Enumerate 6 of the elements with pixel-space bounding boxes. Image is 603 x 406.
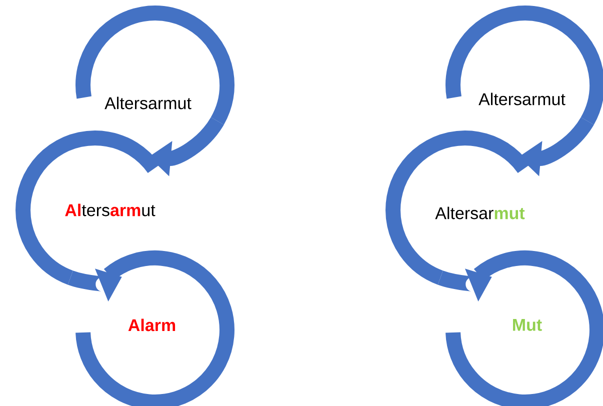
text-label: Mut [513,319,542,331]
text-label: Altersarmut [65,204,156,216]
text-label: Altersarmut [435,206,525,220]
text-label: Alarm [128,318,176,332]
text-label: Altersarmut [478,92,566,106]
text-label: Altersarmut [104,96,192,110]
